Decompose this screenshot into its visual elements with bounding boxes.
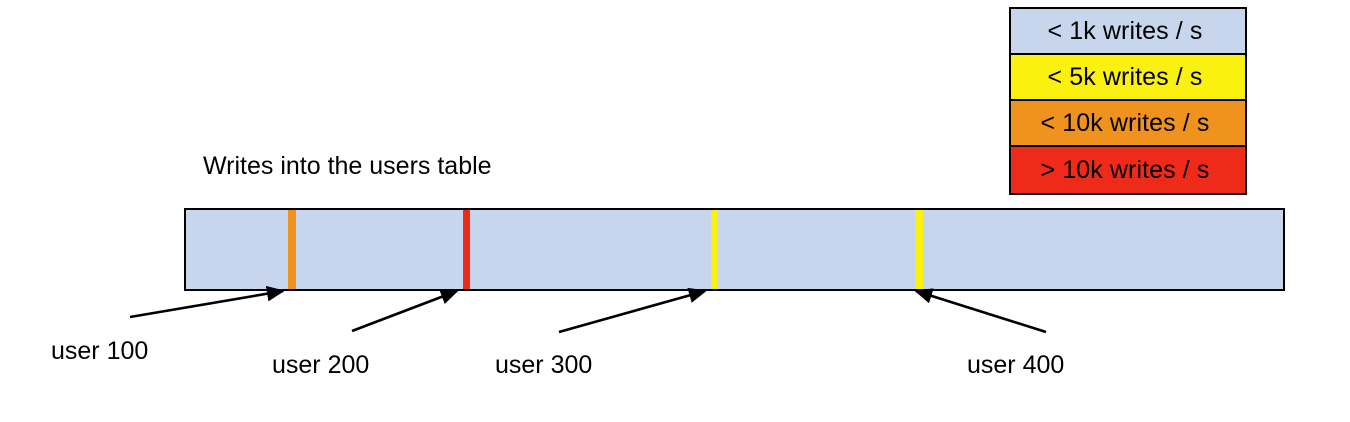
user-100-label: user 100 [51, 337, 149, 365]
legend-label-lt-5k: < 5k writes / s [1047, 62, 1203, 91]
user-200-stripe [463, 210, 470, 289]
user-300-arrow [558, 287, 708, 334]
user-100-arrow [129, 286, 286, 319]
legend-label-gt-10k: > 10k writes / s [1040, 155, 1210, 184]
user-200-label: user 200 [272, 351, 370, 379]
legend-row-lt-1k: < 1k writes / s [1011, 9, 1245, 55]
legend-row-gt-10k: > 10k writes / s [1011, 147, 1245, 193]
legend-row-lt-5k: < 5k writes / s [1011, 55, 1245, 101]
user-400-stripe [915, 210, 923, 289]
chart-title: Writes into the users table [203, 152, 492, 180]
legend-row-lt-10k: < 10k writes / s [1011, 101, 1245, 147]
write-rate-legend: < 1k writes / s < 5k writes / s < 10k wr… [1009, 7, 1247, 195]
users-table-band [184, 208, 1285, 291]
legend-label-lt-1k: < 1k writes / s [1047, 16, 1203, 45]
legend-label-lt-10k: < 10k writes / s [1040, 108, 1210, 137]
user-100-stripe [288, 210, 296, 289]
user-200-arrow [351, 289, 459, 333]
user-400-arrow [914, 288, 1047, 334]
user-300-label: user 300 [495, 351, 593, 379]
user-400-label: user 400 [967, 351, 1065, 379]
user-300-stripe [711, 210, 718, 289]
